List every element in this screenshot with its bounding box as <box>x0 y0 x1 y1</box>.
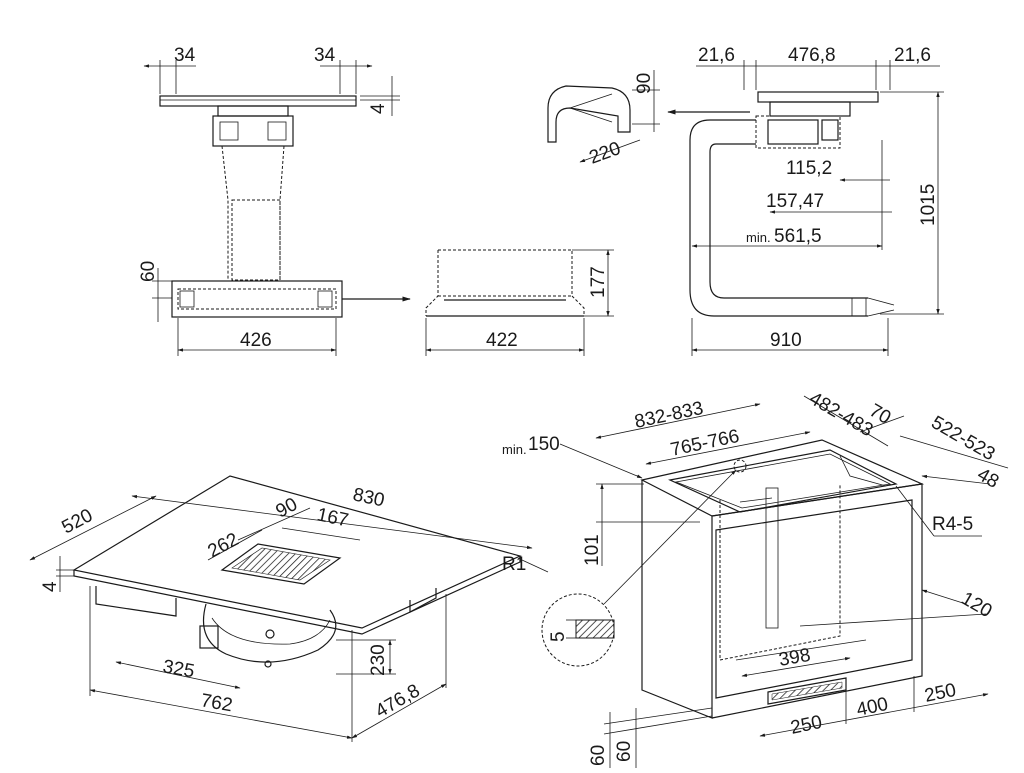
detail-section-hatch <box>575 619 615 639</box>
dim-min-prefix: min. <box>746 230 771 245</box>
dim-476-8: 476,8 <box>372 680 424 722</box>
dim-inner-width: 765-766 <box>669 426 742 461</box>
dim-right-34: 34 <box>314 45 336 66</box>
view-bottom-right: 5 min. 150 832-833 765-766 482-483 70 52… <box>502 388 1009 768</box>
dim-400: 400 <box>855 694 890 721</box>
dim-167: 167 <box>315 504 350 531</box>
dim-min-561-5: 561,5 <box>774 226 822 247</box>
dim-thickness-4-bottom: 4 <box>40 581 61 592</box>
dim-radius-r1: R1 <box>502 554 526 575</box>
vent-grille <box>220 543 342 585</box>
dim-101: 101 <box>582 534 603 566</box>
motor-unit <box>212 115 294 147</box>
dim-157-47: 157,47 <box>766 191 824 212</box>
dim-115-2: 115,2 <box>786 158 832 179</box>
dim-cutout-depth: 482-483 <box>806 388 877 441</box>
dim-230: 230 <box>368 644 389 676</box>
dim-250-left: 250 <box>789 712 824 739</box>
motor-housing <box>202 603 337 663</box>
dim-base-height-60: 60 <box>138 261 159 282</box>
view-top-right: 21,6 476,8 21,6 115,2 157,47 min. 561,5 … <box>667 45 944 356</box>
view-bottom-left: 520 830 90 167 262 4 R1 325 230 762 476,… <box>29 475 549 742</box>
duct-route-outer <box>689 119 868 317</box>
view-elbow: 90 220 <box>547 70 660 169</box>
plinth-duct <box>425 249 585 316</box>
dim-plinth-height-177: 177 <box>588 266 609 298</box>
dim-base-width-426: 426 <box>240 330 272 351</box>
dim-cutout-width: 832-833 <box>633 398 706 433</box>
elbow-piece <box>547 85 631 143</box>
dim-elbow-220: 220 <box>587 138 624 169</box>
dim-left-34: 34 <box>174 45 196 66</box>
dim-elbow-90: 90 <box>634 73 655 94</box>
dim-762: 762 <box>199 690 234 716</box>
hob-glass-top <box>72 475 522 629</box>
hob-top-profile-right <box>757 91 879 103</box>
dim-width-830: 830 <box>351 484 386 511</box>
cabinet-left-side <box>641 480 713 719</box>
dim-min-prefix-bottom: min. <box>502 442 527 457</box>
dim-radius-r4-5: R4-5 <box>932 514 973 535</box>
dim-left-21-6: 21,6 <box>698 45 735 66</box>
dim-48: 48 <box>974 464 1003 493</box>
dim-mid-476-8: 476,8 <box>788 45 836 66</box>
dim-min-150: 150 <box>528 434 560 455</box>
dim-inner-depth: 522-523 <box>928 412 999 465</box>
dim-width-910: 910 <box>770 330 802 351</box>
dim-depth-520: 520 <box>58 505 96 538</box>
dim-thickness-4: 4 <box>368 103 389 114</box>
dim-120: 120 <box>958 588 996 622</box>
dim-60-b: 60 <box>614 741 635 762</box>
dim-height-1015: 1015 <box>918 184 939 226</box>
dim-262: 262 <box>204 529 242 562</box>
dim-plinth-width-422: 422 <box>486 330 518 351</box>
dim-90: 90 <box>272 494 301 522</box>
base-duct <box>171 280 343 318</box>
hob-top-profile <box>159 95 357 107</box>
dim-325: 325 <box>161 656 196 682</box>
dim-60-a: 60 <box>588 745 609 766</box>
view-top-middle: 177 422 <box>425 249 614 356</box>
view-top-left: 34 34 4 60 426 <box>138 45 411 356</box>
dim-right-21-6: 21,6 <box>894 45 931 66</box>
dim-398: 398 <box>777 645 812 671</box>
duct-dashed <box>221 145 285 280</box>
motor-unit-right <box>767 119 819 145</box>
duct-route-inner <box>709 143 868 299</box>
dim-250-right: 250 <box>923 680 958 707</box>
dim-detail-5: 5 <box>548 631 569 642</box>
